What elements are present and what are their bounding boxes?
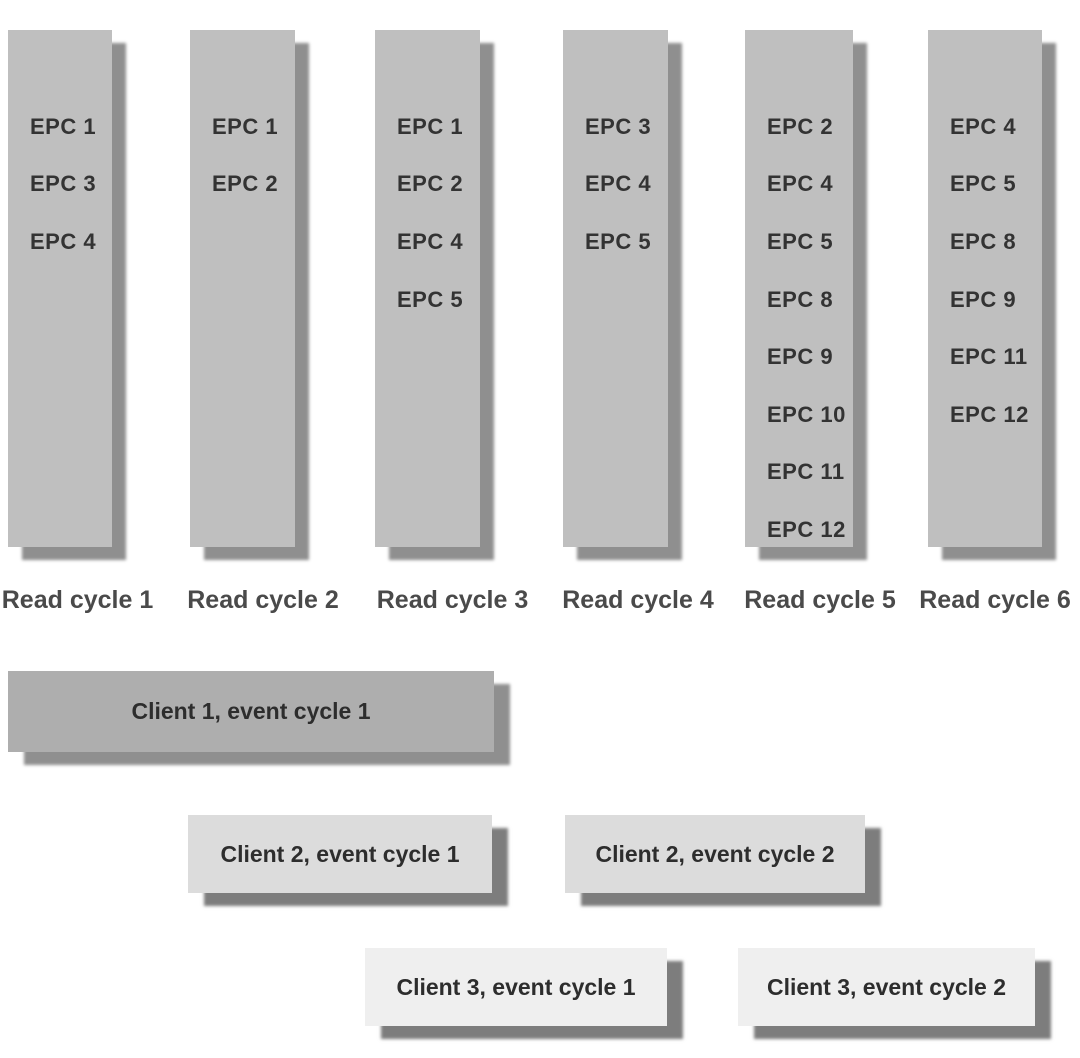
- epc-label: EPC 4: [30, 228, 97, 254]
- epc-label: EPC 4: [397, 228, 464, 254]
- epc-label: EPC 9: [950, 286, 1017, 312]
- read-cycle-2-column: EPC 1 EPC 2: [190, 30, 295, 547]
- epc-label: EPC 11: [767, 459, 845, 485]
- epc-label: EPC 5: [585, 228, 652, 254]
- read-cycle-1-column: EPC 1 EPC 3 EPC 4: [8, 30, 112, 547]
- epc-label: EPC 10: [767, 401, 846, 427]
- epc-label: EPC 2: [397, 171, 464, 197]
- read-cycle-6-caption: Read cycle 6: [919, 586, 1071, 614]
- epc-label: EPC 5: [397, 286, 464, 312]
- read-cycle-5-caption: Read cycle 5: [744, 586, 896, 614]
- event-cycle-bar-client1-cycle1: Client 1, event cycle 1: [8, 671, 494, 752]
- epc-label: EPC 9: [767, 344, 834, 370]
- read-cycle-4-caption: Read cycle 4: [562, 586, 714, 614]
- read-cycle-6-column: EPC 4 EPC 5 EPC 8 EPC 9 EPC 11 EPC 12: [928, 30, 1042, 547]
- event-cycle-bar-client3-cycle1: Client 3, event cycle 1: [365, 948, 667, 1026]
- epc-label: EPC 4: [950, 113, 1017, 139]
- read-cycle-2-caption: Read cycle 2: [187, 586, 339, 614]
- epc-label: EPC 8: [767, 286, 834, 312]
- read-cycle-3-column: EPC 1 EPC 2 EPC 4 EPC 5: [375, 30, 480, 547]
- read-cycle-1-caption: Read cycle 1: [1, 586, 154, 614]
- epc-label: EPC 5: [767, 228, 834, 254]
- read-cycle-4-column: EPC 3 EPC 4 EPC 5: [563, 30, 668, 547]
- epc-label: EPC 1: [212, 113, 279, 139]
- epc-label: EPC 2: [767, 113, 834, 139]
- epc-label: EPC 8: [950, 228, 1017, 254]
- read-cycle-5-column: EPC 2 EPC 4 EPC 5 EPC 8 EPC 9 EPC 10 EPC…: [745, 30, 853, 547]
- epc-label: EPC 11: [950, 344, 1028, 370]
- epc-label: EPC 4: [585, 171, 652, 197]
- epc-label: EPC 3: [30, 171, 97, 197]
- epc-label: EPC 1: [397, 113, 464, 139]
- event-cycle-bar-client2-cycle2: Client 2, event cycle 2: [565, 815, 865, 893]
- epc-label: EPC 5: [950, 171, 1017, 197]
- epc-label: EPC 4: [767, 171, 834, 197]
- epc-label: EPC 3: [585, 113, 652, 139]
- epc-label: EPC 1: [30, 113, 97, 139]
- event-cycle-bar-client2-cycle1: Client 2, event cycle 1: [188, 815, 492, 893]
- epc-label: EPC 12: [950, 401, 1029, 427]
- event-cycle-bar-client3-cycle2: Client 3, event cycle 2: [738, 948, 1035, 1026]
- epc-label: EPC 12: [767, 516, 846, 542]
- epc-label: EPC 2: [212, 171, 279, 197]
- read-cycle-3-caption: Read cycle 3: [376, 586, 529, 614]
